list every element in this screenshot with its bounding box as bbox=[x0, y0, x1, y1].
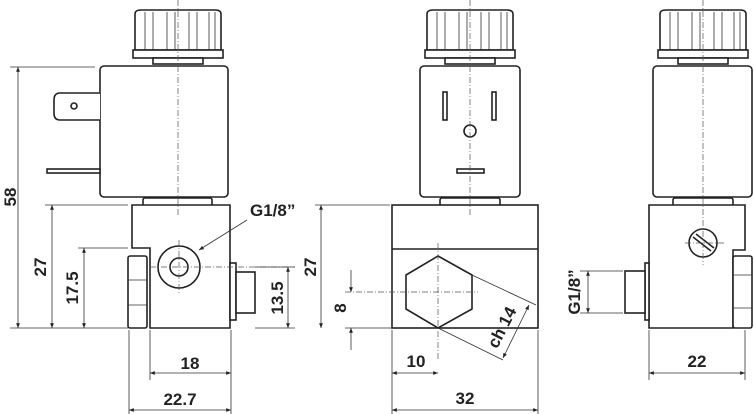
dim-port-height: 17.5 bbox=[63, 271, 82, 304]
wire bbox=[46, 168, 101, 174]
dim-overall-height: 58 bbox=[1, 188, 20, 207]
dim-port-offset: 8 bbox=[331, 303, 350, 312]
front-view: 27 8 10 32 ch 14 bbox=[301, 0, 539, 414]
coil bbox=[652, 65, 753, 198]
dim-total-width: 22.7 bbox=[163, 390, 196, 409]
dim-port-x: 10 bbox=[407, 352, 426, 371]
valve-body bbox=[648, 204, 746, 329]
dim-width: 22 bbox=[688, 352, 707, 371]
valve-body bbox=[131, 204, 231, 329]
dim-width: 32 bbox=[456, 389, 475, 408]
outlet-thread-label: G1/8” bbox=[565, 269, 584, 314]
dim-body-height: 27 bbox=[31, 258, 50, 277]
side-view: 58 27 17.5 13.5 18 22.7 G1/8” bbox=[1, 0, 295, 414]
dim-outlet-height: 13.5 bbox=[268, 281, 287, 314]
coil bbox=[99, 65, 229, 198]
rear-view: G1/8” 22 bbox=[565, 0, 753, 380]
inlet-hex bbox=[127, 255, 148, 329]
port-thread-label: G1/8” bbox=[250, 201, 295, 220]
dim-body-width: 18 bbox=[181, 354, 200, 373]
dim-body-height: 27 bbox=[301, 258, 320, 277]
